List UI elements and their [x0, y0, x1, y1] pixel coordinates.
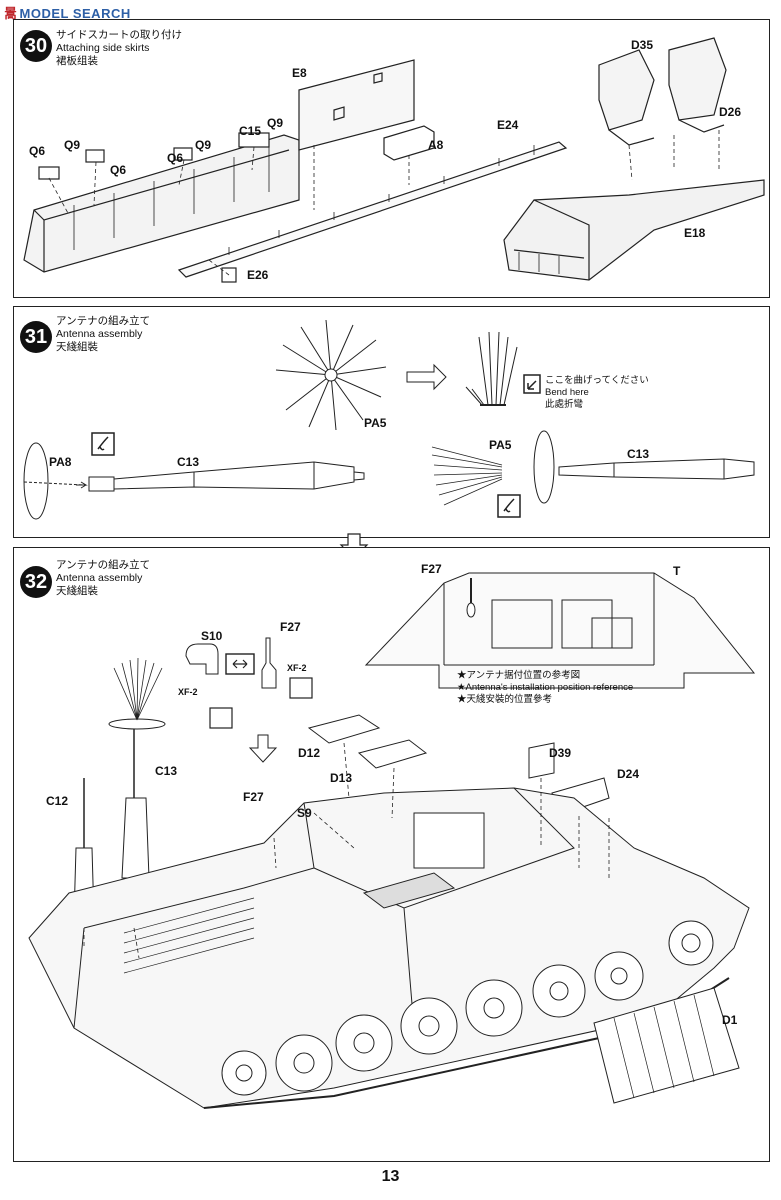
step-32-diagram — [28, 572, 756, 1109]
part-label-a8: A8 — [428, 138, 444, 152]
part-label-q9: Q9 — [64, 138, 81, 152]
paint-code-xf2: XF-2 — [178, 687, 198, 697]
step-title: アンテナの組み立て Antenna assembly 天綫組裝 — [56, 559, 150, 598]
part-label-c13: C13 — [177, 455, 200, 469]
part-label-pa8: PA8 — [49, 455, 72, 469]
step-31-diagram — [23, 319, 755, 520]
part-label-f27: F27 — [421, 562, 442, 576]
reference-note-jp: ★アンテナ据付位置の参考図 — [457, 670, 581, 681]
part-label-d24: D24 — [617, 767, 640, 781]
part-label-s9: S9 — [297, 806, 312, 820]
step-title: サイドスカートの取り付け Attaching side skirts 裙板组装 — [56, 29, 182, 68]
part-label-f27: F27 — [243, 790, 264, 804]
part-label-q6: Q6 — [29, 144, 46, 158]
part-label-e8: E8 — [292, 66, 307, 80]
step-number-badge: 30 — [20, 30, 52, 62]
step-title-en: Attaching side skirts — [56, 42, 150, 54]
part-label-e18: E18 — [684, 226, 706, 240]
part-label-c13: C13 — [627, 447, 650, 461]
part-label-d13: D13 — [330, 771, 353, 785]
part-label-q9: Q9 — [195, 138, 212, 152]
step-30-panel: 30 サイドスカートの取り付け Attaching side skirts 裙板… — [13, 19, 770, 298]
part-label-d1: D1 — [722, 1013, 738, 1027]
part-label-d12: D12 — [298, 746, 321, 760]
part-label-f27: F27 — [280, 620, 301, 634]
step-title: アンテナの組み立て Antenna assembly 天綫組裝 — [56, 315, 150, 354]
part-label-d35: D35 — [631, 38, 654, 52]
page-number: 13 — [381, 1168, 400, 1185]
step-number-badge: 32 — [20, 566, 52, 598]
part-label-e26: E26 — [247, 268, 269, 282]
bend-here-note: ここを曲げってください Bend here 此處折彎 — [545, 375, 649, 411]
part-label-c15: C15 — [239, 124, 262, 138]
step-31-panel: 31 アンテナの組み立て Antenna assembly 天綫組裝 — [13, 306, 770, 538]
antenna-position-reference-note: ★アンテナ据付位置の参考図 ★Antenna's installation po… — [457, 670, 633, 706]
paint-code-xf2: XF-2 — [287, 663, 307, 673]
part-label-q6: Q6 — [167, 151, 184, 165]
step-number-badge: 31 — [20, 321, 52, 353]
part-label-s10: S10 — [201, 629, 223, 643]
step-title-jp: アンテナの組み立て — [56, 315, 151, 327]
part-label-d39: D39 — [549, 746, 572, 760]
step-title-cn: 天綫組裝 — [56, 585, 98, 597]
part-label-q6: Q6 — [110, 163, 127, 177]
part-label-t: T — [673, 564, 681, 578]
step-title-en: Antenna assembly — [56, 328, 143, 340]
bend-note-jp: ここを曲げってください — [545, 375, 649, 386]
step-32-panel: 32 アンテナの組み立て Antenna assembly 天綫組裝 — [13, 547, 770, 1162]
step-title-jp: サイドスカートの取り付け — [56, 29, 182, 41]
watermark-icon: 暠 — [4, 6, 18, 21]
part-label-c13: C13 — [155, 764, 178, 778]
step-title-cn: 天綫組裝 — [56, 341, 98, 353]
reference-note-cn: ★天綫安裝的位置參考 — [457, 694, 553, 705]
watermark-text: MODEL SEARCH — [19, 6, 131, 21]
part-label-q9: Q9 — [267, 116, 284, 130]
part-label-pa5: PA5 — [489, 438, 512, 452]
part-label-c12: C12 — [46, 794, 69, 808]
step-title-cn: 裙板组装 — [56, 55, 98, 67]
part-label-d26: D26 — [719, 105, 742, 119]
part-label-pa5: PA5 — [364, 416, 387, 430]
bend-note-en: Bend here — [545, 387, 589, 398]
part-label-e24: E24 — [497, 118, 519, 132]
step-title-en: Antenna assembly — [56, 572, 143, 584]
reference-note-en: ★Antenna's installation position referen… — [457, 682, 634, 693]
step-30-diagram — [23, 37, 765, 283]
step-title-jp: アンテナの組み立て — [56, 559, 151, 571]
bend-note-cn: 此處折彎 — [545, 399, 584, 410]
